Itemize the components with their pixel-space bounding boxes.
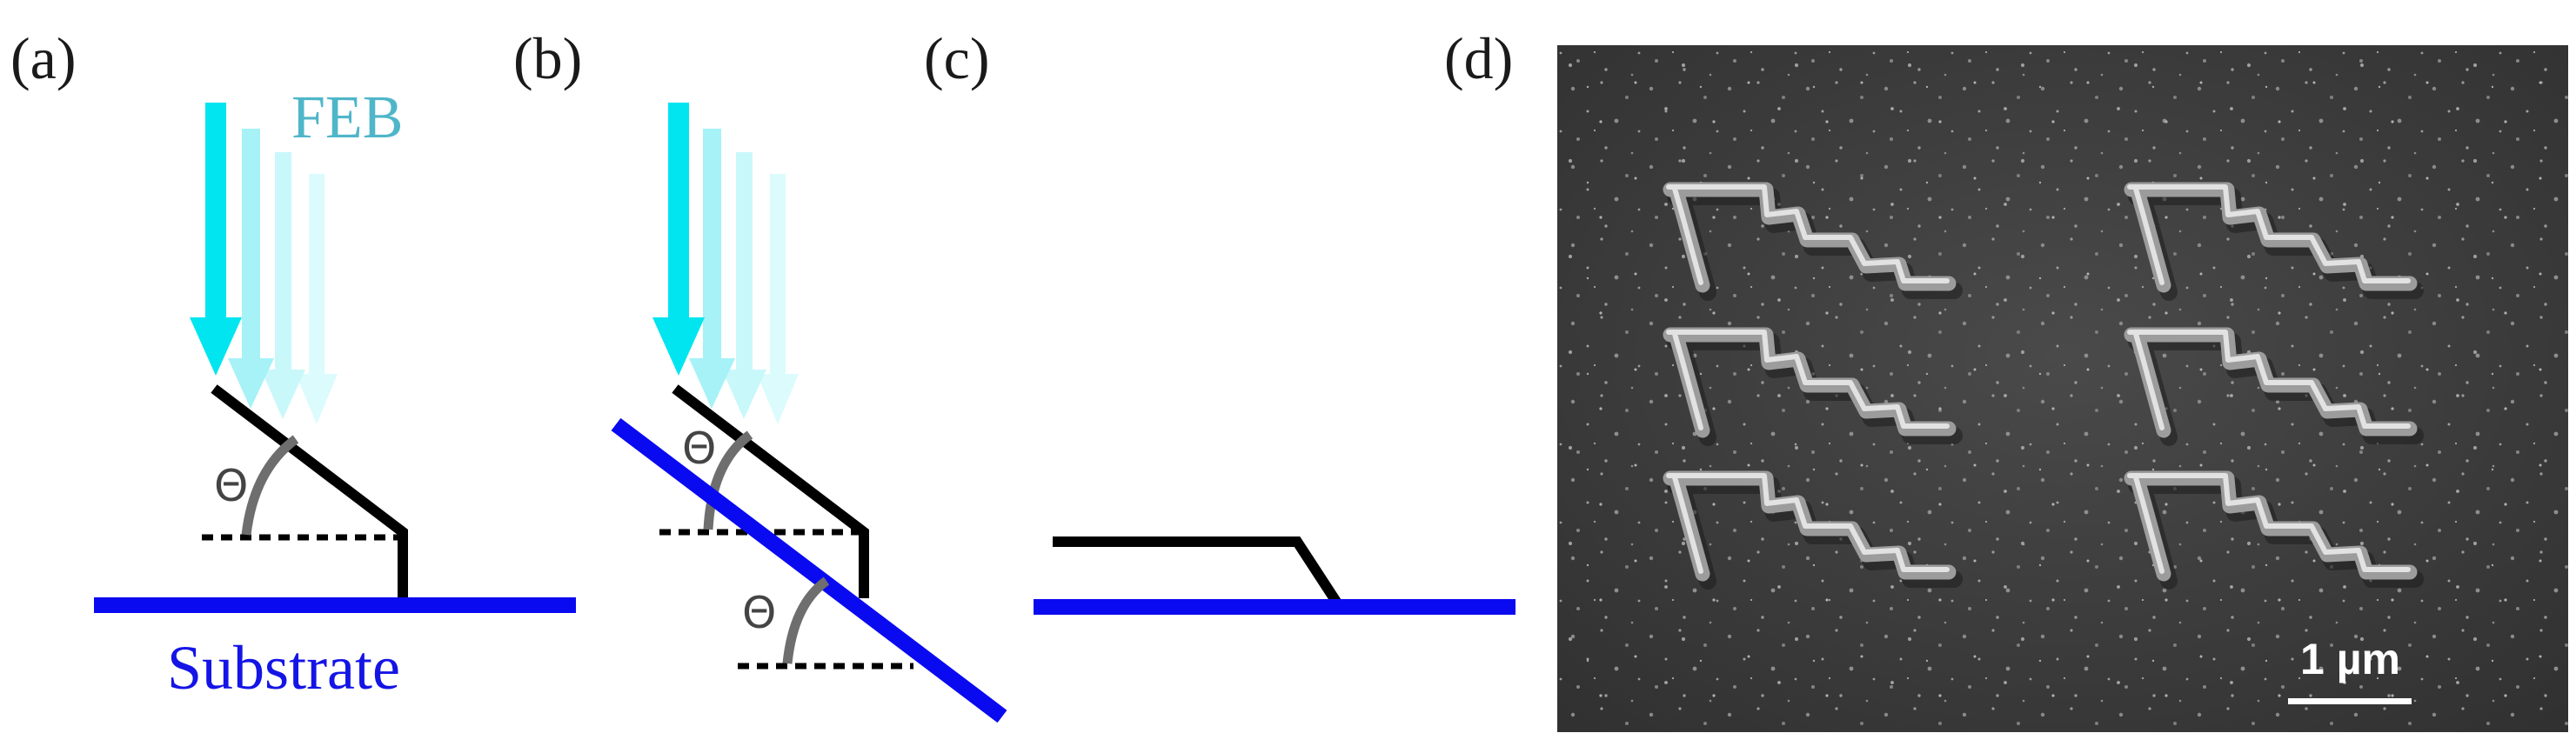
nanostructure-array	[1663, 182, 2424, 590]
beam-arrow-faded-2	[261, 152, 305, 419]
beam-arrow-faded-3	[296, 174, 338, 424]
beam-arrow-faded-1	[689, 129, 735, 409]
collapsed-structure	[1053, 536, 1342, 605]
angle-theta-label-lower: Θ	[742, 588, 776, 638]
nanostructure	[2124, 327, 2424, 446]
electron-beam-arrows	[190, 103, 338, 424]
beam-arrow-faded-1	[228, 129, 274, 409]
panel-b-label: (b)	[513, 25, 582, 91]
beam-arrow-main	[652, 103, 705, 376]
sem-micrograph: 1 µm	[1557, 45, 2568, 732]
beam-arrow-faded-3	[757, 174, 799, 424]
angle-arc-upper	[703, 430, 753, 530]
panel-a: (a) FEB Θ Subst	[10, 25, 576, 703]
panel-a-label: (a)	[10, 25, 76, 91]
nanostructure	[2124, 470, 2424, 590]
scale-bar-label: 1 µm	[2300, 635, 2400, 683]
nanostructure	[2124, 182, 2424, 301]
angle-theta-label: Θ	[214, 461, 248, 511]
panel-d-label: (d)	[1444, 25, 1513, 91]
panel-c: (c)	[924, 25, 1515, 615]
beam-arrow-main	[190, 103, 242, 376]
electron-beam-arrows	[652, 103, 799, 424]
panel-b: (b) Θ Θ	[513, 25, 1007, 723]
feb-label: FEB	[291, 84, 403, 151]
angle-arc-lower	[782, 576, 830, 664]
panel-d: (d) 1 µm	[1444, 25, 2568, 732]
substrate-label: Substrate	[167, 633, 400, 703]
deposit-structure	[672, 384, 869, 598]
deposit-structure	[211, 384, 408, 598]
panel-c-label: (c)	[924, 25, 989, 91]
beam-arrow-faded-2	[722, 152, 766, 419]
nanostructure	[1663, 327, 1963, 446]
scale-bar-line	[2288, 698, 2412, 704]
scale-bar: 1 µm	[2288, 635, 2412, 704]
nanostructure	[1663, 182, 1963, 301]
tilted-substrate-line	[611, 417, 1007, 723]
nanostructure	[1663, 470, 1963, 590]
angle-theta-label-upper: Θ	[682, 423, 716, 474]
angle-arc	[241, 435, 299, 536]
